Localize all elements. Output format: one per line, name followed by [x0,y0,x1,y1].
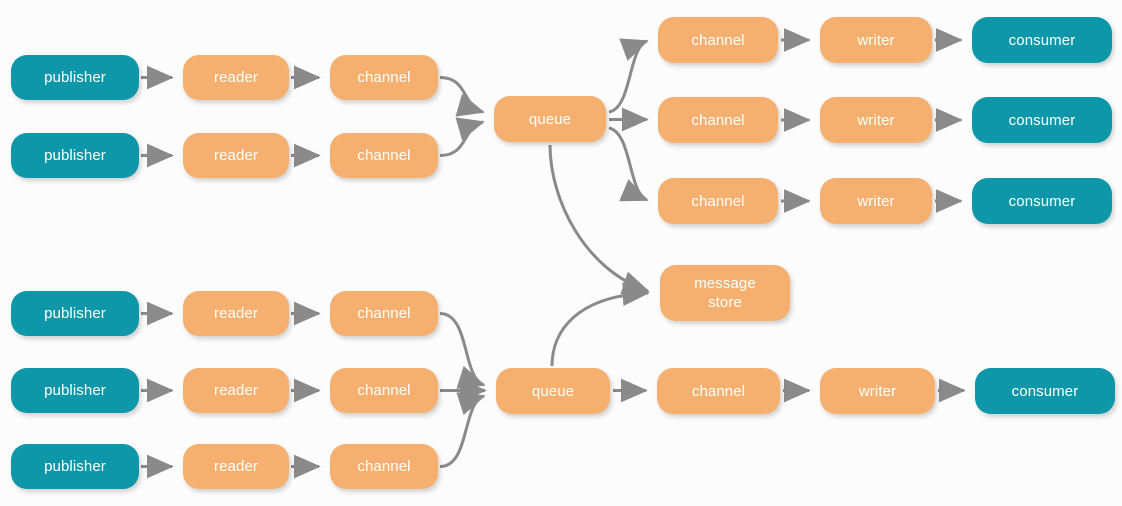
edge-queue1-channel3 [608,38,649,114]
edge-channel2-queue1 [439,117,485,157]
edge-queue2-messagestore [550,282,650,367]
node-reader-5[interactable]: reader [183,444,289,489]
edge-channel1-queue1 [439,76,485,117]
node-consumer-3[interactable]: consumer [972,178,1112,224]
node-message-store[interactable]: message store [660,265,790,321]
node-consumer-4[interactable]: consumer [975,368,1115,414]
node-publisher-1[interactable]: publisher [11,55,139,100]
node-reader-4[interactable]: reader [183,368,289,413]
node-channel-3[interactable]: channel [658,17,778,63]
node-channel-5[interactable]: channel [658,178,778,224]
node-channel-4[interactable]: channel [658,97,778,143]
node-reader-2[interactable]: reader [183,133,289,178]
node-consumer-1[interactable]: consumer [972,17,1112,63]
node-publisher-5[interactable]: publisher [11,444,139,489]
node-channel-2[interactable]: channel [330,133,438,178]
edge-queue1-channel5 [608,126,649,202]
edge-channel8-queue2 [439,392,486,468]
node-consumer-2[interactable]: consumer [972,97,1112,143]
node-writer-1[interactable]: writer [820,17,932,63]
node-channel-7[interactable]: channel [330,368,438,413]
edge-channel6-queue2 [439,312,486,389]
node-channel-9[interactable]: channel [657,368,780,414]
node-writer-3[interactable]: writer [820,178,932,224]
node-writer-2[interactable]: writer [820,97,932,143]
node-queue-2[interactable]: queue [496,368,610,414]
node-channel-8[interactable]: channel [330,444,438,489]
node-publisher-3[interactable]: publisher [11,291,139,336]
node-reader-3[interactable]: reader [183,291,289,336]
node-publisher-4[interactable]: publisher [11,368,139,413]
node-channel-6[interactable]: channel [330,291,438,336]
node-reader-1[interactable]: reader [183,55,289,100]
node-channel-1[interactable]: channel [330,55,438,100]
node-queue-1[interactable]: queue [494,96,606,142]
edge-queue1-messagestore [548,144,650,295]
node-publisher-2[interactable]: publisher [11,133,139,178]
node-writer-4[interactable]: writer [820,368,935,414]
